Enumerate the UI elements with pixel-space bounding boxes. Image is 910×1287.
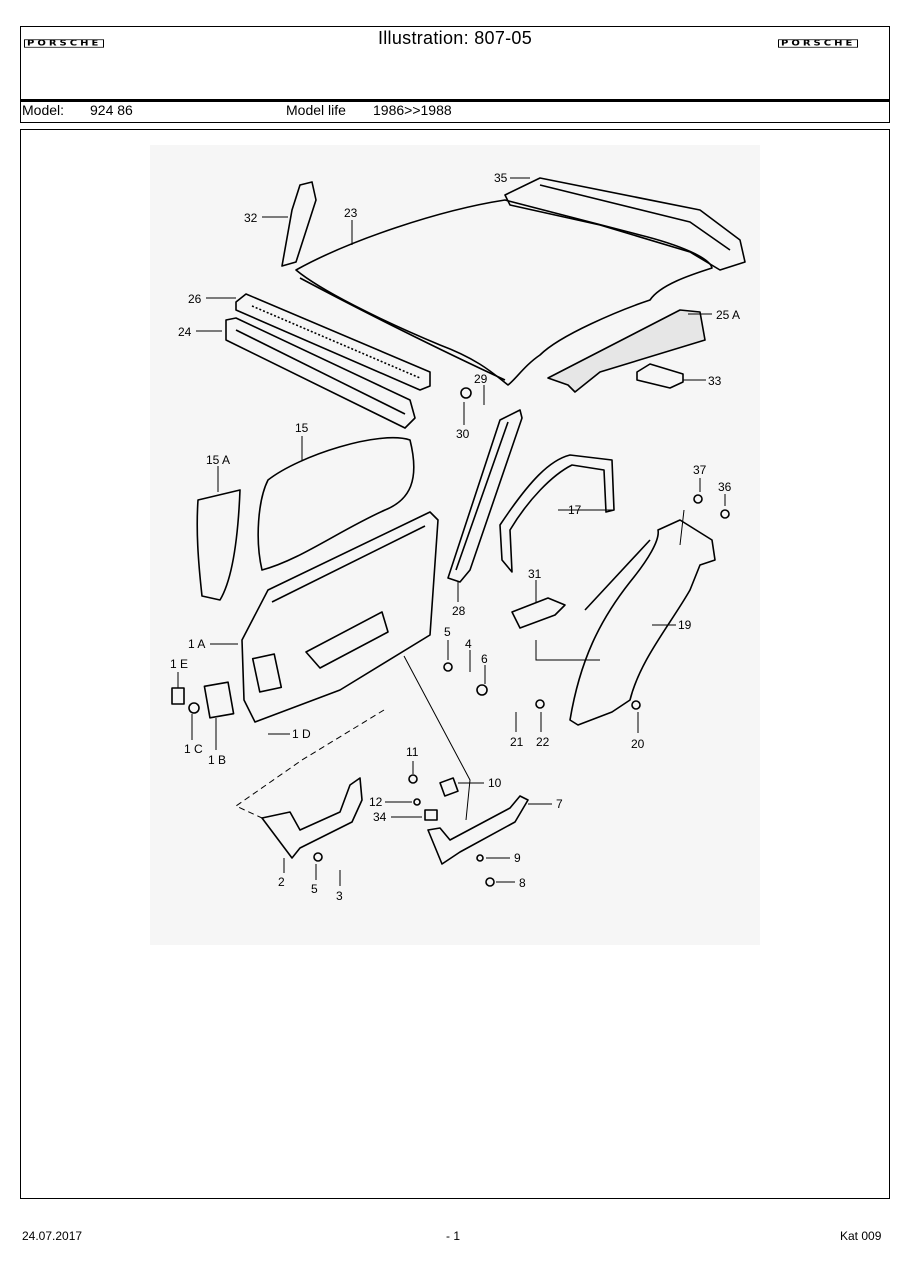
part-number-label: 29 [474,372,488,386]
part-number-label: 9 [514,851,521,865]
part-number-label: 30 [456,427,470,441]
part-number-label: 4 [465,637,472,651]
part-28-pillar-seal [447,409,523,583]
part-number-label: 1 E [170,657,188,671]
part-number-label: 10 [488,776,502,790]
model-life-value: 1986>>1988 [373,102,452,118]
part-number-label: 17 [568,503,582,517]
illustration-frame [20,129,890,1199]
header-box [20,26,890,102]
part-number-label: 33 [708,374,722,388]
part-drawings [171,177,746,887]
part-37-washer [693,494,703,504]
part-1a-door-panel [241,511,439,723]
part-7-sill-trim [427,795,529,865]
part-22-washer [535,699,545,709]
part-25a-c-pillar-trim [547,309,706,393]
part-17-door-seal [499,454,615,573]
part-11-nut [408,774,418,784]
part-34-clip [424,809,438,821]
part-number-label: 11 [406,745,419,759]
part-24-rail [225,317,416,429]
part-number-label: 28 [452,604,466,618]
part-number-label: 37 [693,463,707,477]
part-number-label: 36 [718,480,732,494]
part-number-label: 23 [344,206,358,220]
part-33-grab-handle [636,363,684,389]
model-life-label: Model life [286,102,346,118]
leader-lines [177,177,726,886]
part-31-storage-pocket [511,597,566,629]
part-1b-speaker-grille [203,681,235,719]
part-2-armrest [261,777,363,859]
part-1e-clip [171,687,185,705]
part-number-label: 5 [444,625,451,639]
footer-catalog-number: Kat 009 [840,1229,882,1243]
part-20-clip [631,700,641,710]
part-36-screw [720,509,730,519]
part-5b-washer [313,852,323,862]
diagram-background [150,145,760,945]
part-19-quarter-panel [569,519,716,726]
part-23-roof-liner [295,199,713,386]
part-30-clip [460,387,472,399]
part-number-label: 22 [536,735,550,749]
part-6-nut [476,684,488,696]
part-5-washer [443,662,453,672]
part-number-label: 15 A [206,453,230,467]
part-number-label: 6 [481,652,488,666]
part-32-pillar-trim [281,181,317,267]
illustration-title: Illustration: 807-05 [377,28,533,48]
part-8-screw [485,877,495,887]
part-1c-grommet [188,702,200,714]
part-number-label: 24 [178,325,192,339]
part-15a-vent-glass [196,489,241,601]
part-number-label: 2 [278,875,285,889]
model-value: 924 86 [90,102,133,118]
part-number-label: 26 [188,292,202,306]
part-number-label: 25 A [716,308,740,322]
part-number-label: 8 [519,876,526,890]
model-label: Model: [22,102,65,118]
footer-date: 24.07.2017 [22,1229,83,1243]
part-9-washer [476,854,484,862]
part-number-label: 20 [631,737,645,751]
part-number-label: 1 A [188,637,205,651]
part-number-label: 12 [369,795,383,809]
model-bar [20,100,890,123]
part-number-label: 1 B [208,753,226,767]
part-number-label: 1 C [184,742,203,756]
part-number-label: 5 [311,882,318,896]
part-12-clip [413,798,421,806]
part-number-label: 15 [295,421,309,435]
part-10-bracket [439,777,459,797]
part-number-label: 19 [678,618,692,632]
part-number-label: 1 D [292,727,311,741]
porsche-logo-right: PORSCHE [778,39,859,48]
footer-page-number: - 1 [446,1229,461,1243]
part-number-label: 34 [373,810,387,824]
part-number-label: 3 [336,889,343,903]
part-number-label: 32 [244,211,258,225]
part-15-window-glass [257,436,415,571]
part-number-label: 31 [528,567,542,581]
part-number-label: 7 [556,797,563,811]
part-number-label: 35 [494,171,508,185]
porsche-logo-left: PORSCHE [24,39,105,48]
part-35-rear-header [504,177,746,271]
part-number-label: 21 [510,735,524,749]
part-26-rail [235,293,431,391]
